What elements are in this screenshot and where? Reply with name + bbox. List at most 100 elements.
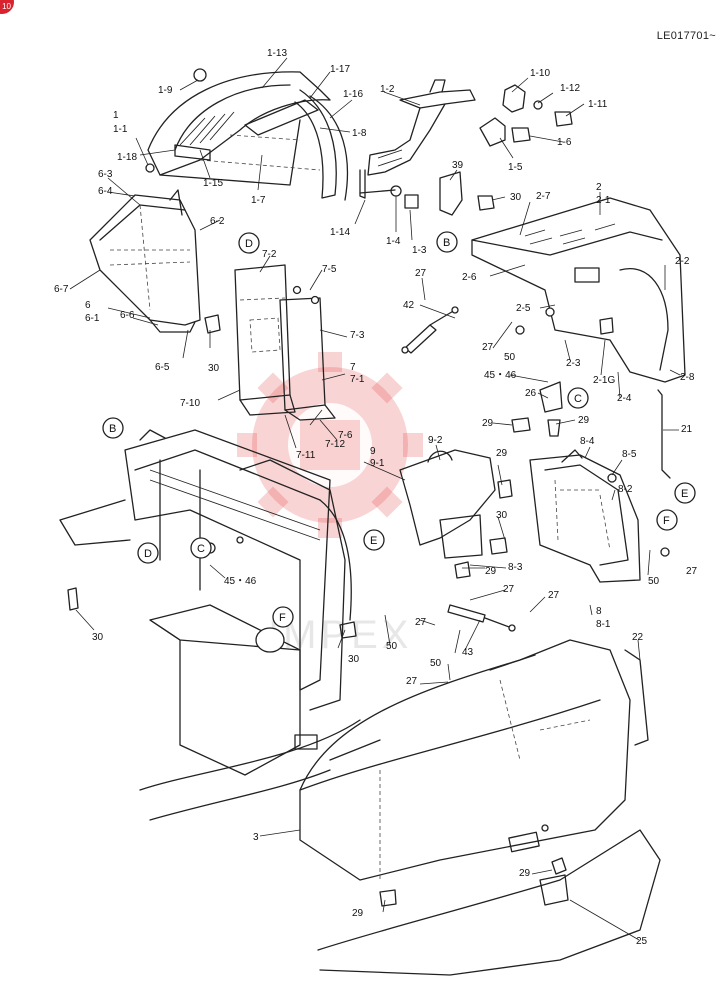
callout-label: 30 — [496, 510, 508, 521]
callout-label: 27 — [406, 676, 418, 687]
callout-label: 30 — [510, 192, 522, 203]
callout-label: 8-5 — [622, 449, 637, 460]
filter-panels-7 — [234, 264, 336, 421]
leader-lines — [69, 57, 681, 941]
callout-label: 27 — [415, 617, 427, 628]
counterweight-cover-3 — [299, 639, 649, 881]
side-panel-6 — [89, 189, 221, 334]
callout-label: 2-2 — [675, 256, 690, 267]
callout-label: 1-4 — [386, 236, 401, 247]
callout-label: 1-17 — [330, 64, 350, 75]
callout-label: 26 — [525, 388, 537, 399]
callout-label: 39 — [452, 160, 464, 171]
callout-label: 1-12 — [560, 83, 580, 94]
callout-label: 8-3 — [508, 562, 523, 573]
callout-label: 7-12 — [325, 439, 345, 450]
callout-label: 9 — [370, 446, 376, 457]
ref-marker: E — [681, 488, 688, 500]
fuel-tank — [139, 604, 361, 821]
watermark-logo — [237, 352, 423, 538]
callout-label: 2-1G — [593, 375, 615, 386]
ref-marker: B — [443, 237, 450, 249]
callout-label: 1-5 — [508, 162, 523, 173]
rear-panel-8 — [529, 449, 670, 583]
hood-panel-2 — [471, 197, 686, 383]
callout-label: 8-1 — [596, 619, 611, 630]
callout-label: 25 — [636, 936, 648, 947]
ref-marker: D — [144, 548, 152, 560]
callout-label: 7-5 — [322, 264, 337, 275]
callout-label: 2-8 — [680, 372, 695, 383]
bracket-39 — [439, 171, 495, 216]
callout-label: 7-2 — [262, 249, 277, 260]
bolts-misc — [339, 561, 471, 907]
callout-label: 7-6 — [338, 430, 353, 441]
callout-label: 27 — [482, 342, 494, 353]
callout-label: 21 — [681, 424, 693, 435]
callout-label: 29 — [352, 908, 364, 919]
callout-label: 7-11 — [296, 450, 316, 461]
callout-label: 1-1 — [113, 124, 128, 135]
callout-label: 3 — [253, 832, 259, 843]
callout-label: 7-10 — [180, 398, 200, 409]
corner-page-badge: 10 — [0, 0, 14, 14]
bracket-26 — [511, 381, 563, 437]
ref-marker: C — [197, 543, 205, 555]
callout-label: 1-8 — [352, 128, 367, 139]
callout-label: 1-10 — [530, 68, 550, 79]
callout-label: 45・46 — [224, 576, 257, 587]
ref-marker: F — [279, 612, 286, 624]
callout-label: 1-7 — [251, 195, 266, 206]
callout-label: 27 — [503, 584, 515, 595]
callout-label: 27 — [548, 590, 560, 601]
callout-label: 50 — [648, 576, 660, 587]
callout-label: 29 — [578, 415, 590, 426]
callout-label: 29 — [485, 566, 497, 577]
callout-label: 50 — [504, 352, 516, 363]
callout-label: 27 — [686, 566, 698, 577]
gas-strut-43 — [447, 604, 516, 632]
rear-bumper — [317, 829, 661, 976]
callout-label: 1-6 — [557, 137, 572, 148]
callout-label: 2-5 — [516, 303, 531, 314]
ref-marker: B — [109, 423, 116, 435]
callout-label: 7-1 — [350, 374, 365, 385]
callout-label: 22 — [632, 632, 644, 643]
ref-marker: D — [245, 238, 253, 250]
reference-markers: D B C B D C E F E F — [102, 231, 696, 628]
callout-label: 6-7 — [54, 284, 69, 295]
callout-label: 8-2 — [618, 484, 633, 495]
cover-plate-9 — [399, 449, 513, 559]
rod-21 — [657, 389, 671, 479]
callout-label: 8-4 — [580, 436, 595, 447]
callout-label: 1-9 — [158, 85, 173, 96]
callout-label: 6-4 — [98, 186, 113, 197]
callout-label: 50 — [386, 641, 398, 652]
callout-label: 1-14 — [330, 227, 350, 238]
callout-label: 1-18 — [117, 152, 137, 163]
document-code: LE017701~ — [656, 30, 716, 42]
hinge-brackets-1-5 — [479, 84, 573, 147]
callout-label: 9-2 — [428, 435, 443, 446]
callout-label: 2 — [596, 182, 602, 193]
callout-label: 29 — [496, 448, 508, 459]
callout-label: 8 — [596, 606, 602, 617]
callout-label: 7 — [350, 362, 356, 373]
callout-label: 6-2 — [210, 216, 225, 227]
callout-label: 30 — [92, 632, 104, 643]
ref-marker: C — [574, 393, 582, 405]
part-callouts: 1-13 1-17 1-9 1-16 1 1-1 1-8 1-18 1-15 1… — [54, 48, 698, 947]
callout-label: 50 — [430, 658, 442, 669]
gas-strut-42 — [401, 306, 459, 354]
handle-mechanism-1-2 — [359, 79, 476, 209]
ref-marker: F — [663, 515, 670, 527]
main-frame — [59, 429, 352, 711]
callout-label: 1-16 — [343, 89, 363, 100]
callout-label: 29 — [482, 418, 494, 429]
callout-label: 6-5 — [155, 362, 170, 373]
callout-label: 2-3 — [566, 358, 581, 369]
callout-label: 30 — [348, 654, 360, 665]
callout-label: 9-1 — [370, 458, 385, 469]
